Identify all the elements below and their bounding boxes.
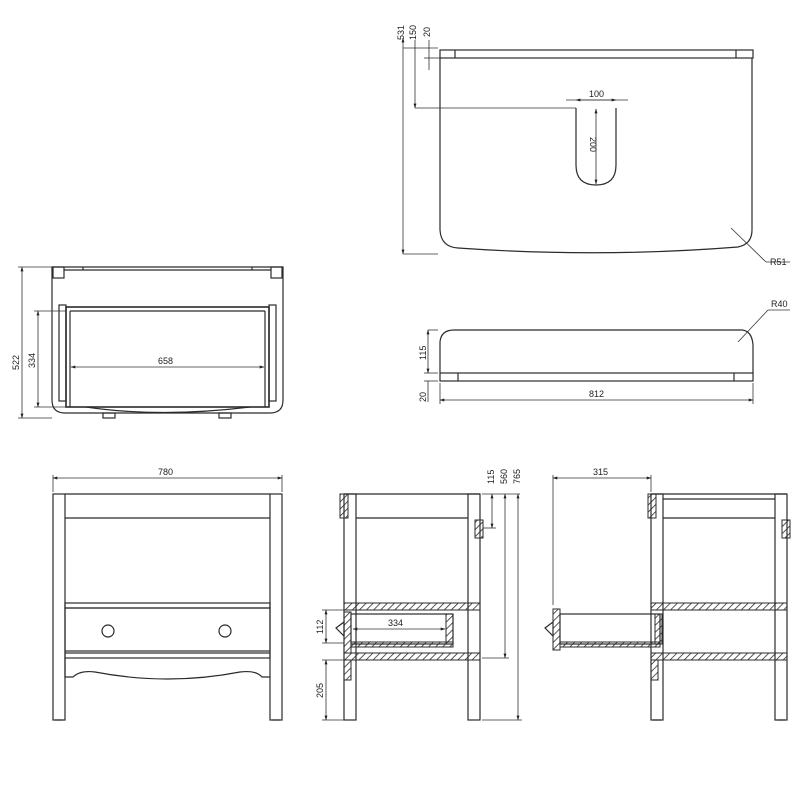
waste-slot [575, 108, 617, 186]
dim-150: 150 [408, 25, 418, 40]
dim-315: 315 [593, 467, 608, 477]
dim-115: 115 [418, 346, 428, 360]
cabinet-plan-view: 522 334 658 [11, 266, 284, 419]
dim-334-section: 334 [388, 618, 403, 628]
shelf-upper [343, 602, 481, 611]
dim-812: 812 [589, 389, 604, 399]
leg-right [269, 493, 283, 721]
shelf-lower [343, 652, 481, 661]
dim-765: 765 [512, 469, 522, 484]
drawer-open-section-view: 315 [544, 467, 791, 721]
dim-112: 112 [315, 620, 325, 634]
dim-658: 658 [158, 356, 173, 366]
dim-560: 560 [499, 469, 509, 484]
dim-780: 780 [158, 467, 173, 477]
dim-200: 200 [588, 137, 598, 152]
dim-522: 522 [11, 355, 21, 370]
dim-20: 20 [422, 27, 432, 37]
dim-r51: R51 [770, 257, 787, 267]
dim-20-rim: 20 [418, 392, 428, 402]
dim-115-top: 115 [486, 470, 496, 484]
dim-334: 334 [27, 353, 37, 368]
basin-front-elevation-view: 115 20 812 R40 [418, 299, 790, 404]
dim-r40: R40 [771, 299, 788, 309]
drawer-front[interactable] [64, 607, 271, 652]
dim-205: 205 [315, 683, 325, 698]
drawer-front-open [552, 608, 561, 651]
basin-rim [439, 49, 754, 59]
cabinet-front-view: 780 [52, 467, 283, 721]
basin-top-plan-view: 531 150 20 100 200 R51 [396, 25, 790, 267]
foot-left [102, 412, 116, 419]
drawer-knob-section [544, 620, 554, 638]
cabinet-section-view: 334 112 205 115 560 765 [315, 469, 522, 721]
foot-right [218, 412, 232, 419]
dim-100: 100 [589, 89, 604, 99]
dim-531: 531 [396, 25, 406, 40]
drawer-knob-left[interactable] [101, 624, 115, 638]
basin-rim-strip [439, 372, 754, 382]
cabinet-outline [51, 266, 284, 414]
drawer-knob-right[interactable] [218, 624, 232, 638]
leg-left [52, 493, 66, 721]
basin-profile [439, 329, 754, 373]
